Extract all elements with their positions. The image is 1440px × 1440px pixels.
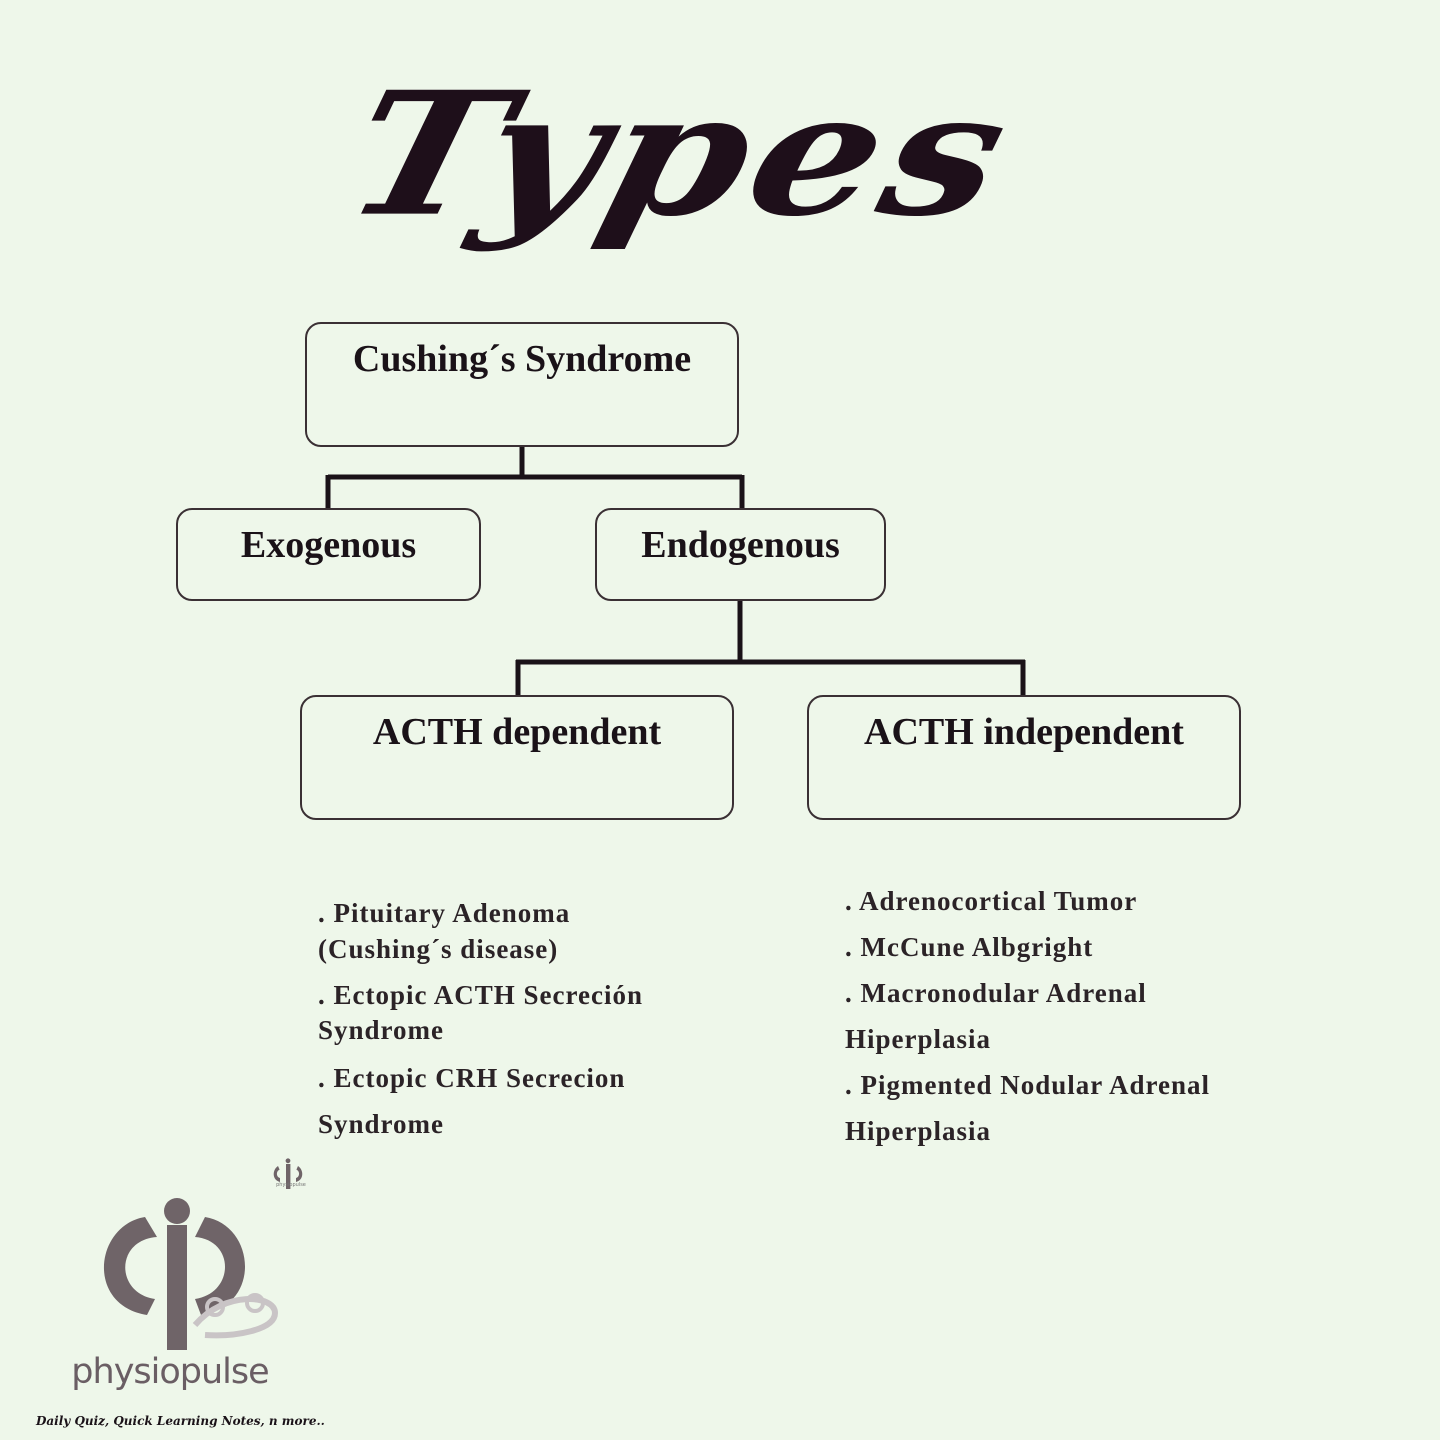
acth-dependent-box: ACTH dependent	[300, 695, 734, 820]
acth-dependent-label: ACTH dependent	[372, 711, 662, 753]
list-item: . Macronodular Adrenal	[845, 978, 1147, 1008]
list-item: Hiperplasia	[845, 1116, 992, 1146]
list-item: Hiperplasia	[845, 1024, 992, 1054]
endogenous-label: Endogenous	[641, 524, 840, 566]
physiopulse-logo-icon	[103, 1198, 279, 1350]
list-item: . Adrenocortical Tumor	[845, 886, 1138, 916]
small-logo-caption: physiopulse	[276, 1182, 306, 1188]
brand-tagline: Daily Quiz, Quick Learning Notes, n more…	[36, 1414, 325, 1428]
list-item: (Cushing´s disease)	[318, 934, 559, 964]
exogenous-box: Exogenous	[176, 508, 481, 601]
acth-independent-box: ACTH independent	[807, 695, 1241, 820]
exogenous-label: Exogenous	[240, 524, 417, 566]
list-item: Syndrome	[318, 1109, 445, 1139]
root-label: Cushing´s Syndrome	[352, 338, 692, 380]
list-item: Syndrome	[318, 1015, 445, 1045]
endogenous-box: Endogenous	[595, 508, 886, 601]
acth-independent-label: ACTH independent	[864, 711, 1184, 753]
list-item: . Ectopic ACTH Secreción	[318, 980, 643, 1010]
list-item: . McCune Albgright	[845, 932, 1094, 962]
list-item: . Ectopic CRH Secrecion	[318, 1063, 626, 1093]
root-box: Cushing´s Syndrome	[305, 322, 739, 447]
acth-independent-list: . Adrenocortical Tumor . McCune Albgrigh…	[845, 886, 1265, 1146]
acth-dependent-list: . Pituitary Adenoma (Cushing´s disease) …	[318, 898, 718, 1148]
list-item: . Pituitary Adenoma	[318, 898, 571, 928]
physiopulse-small-logo-icon	[273, 1158, 303, 1189]
list-item: . Pigmented Nodular Adrenal	[845, 1070, 1211, 1100]
brand-name: physiopulse	[71, 1352, 269, 1392]
